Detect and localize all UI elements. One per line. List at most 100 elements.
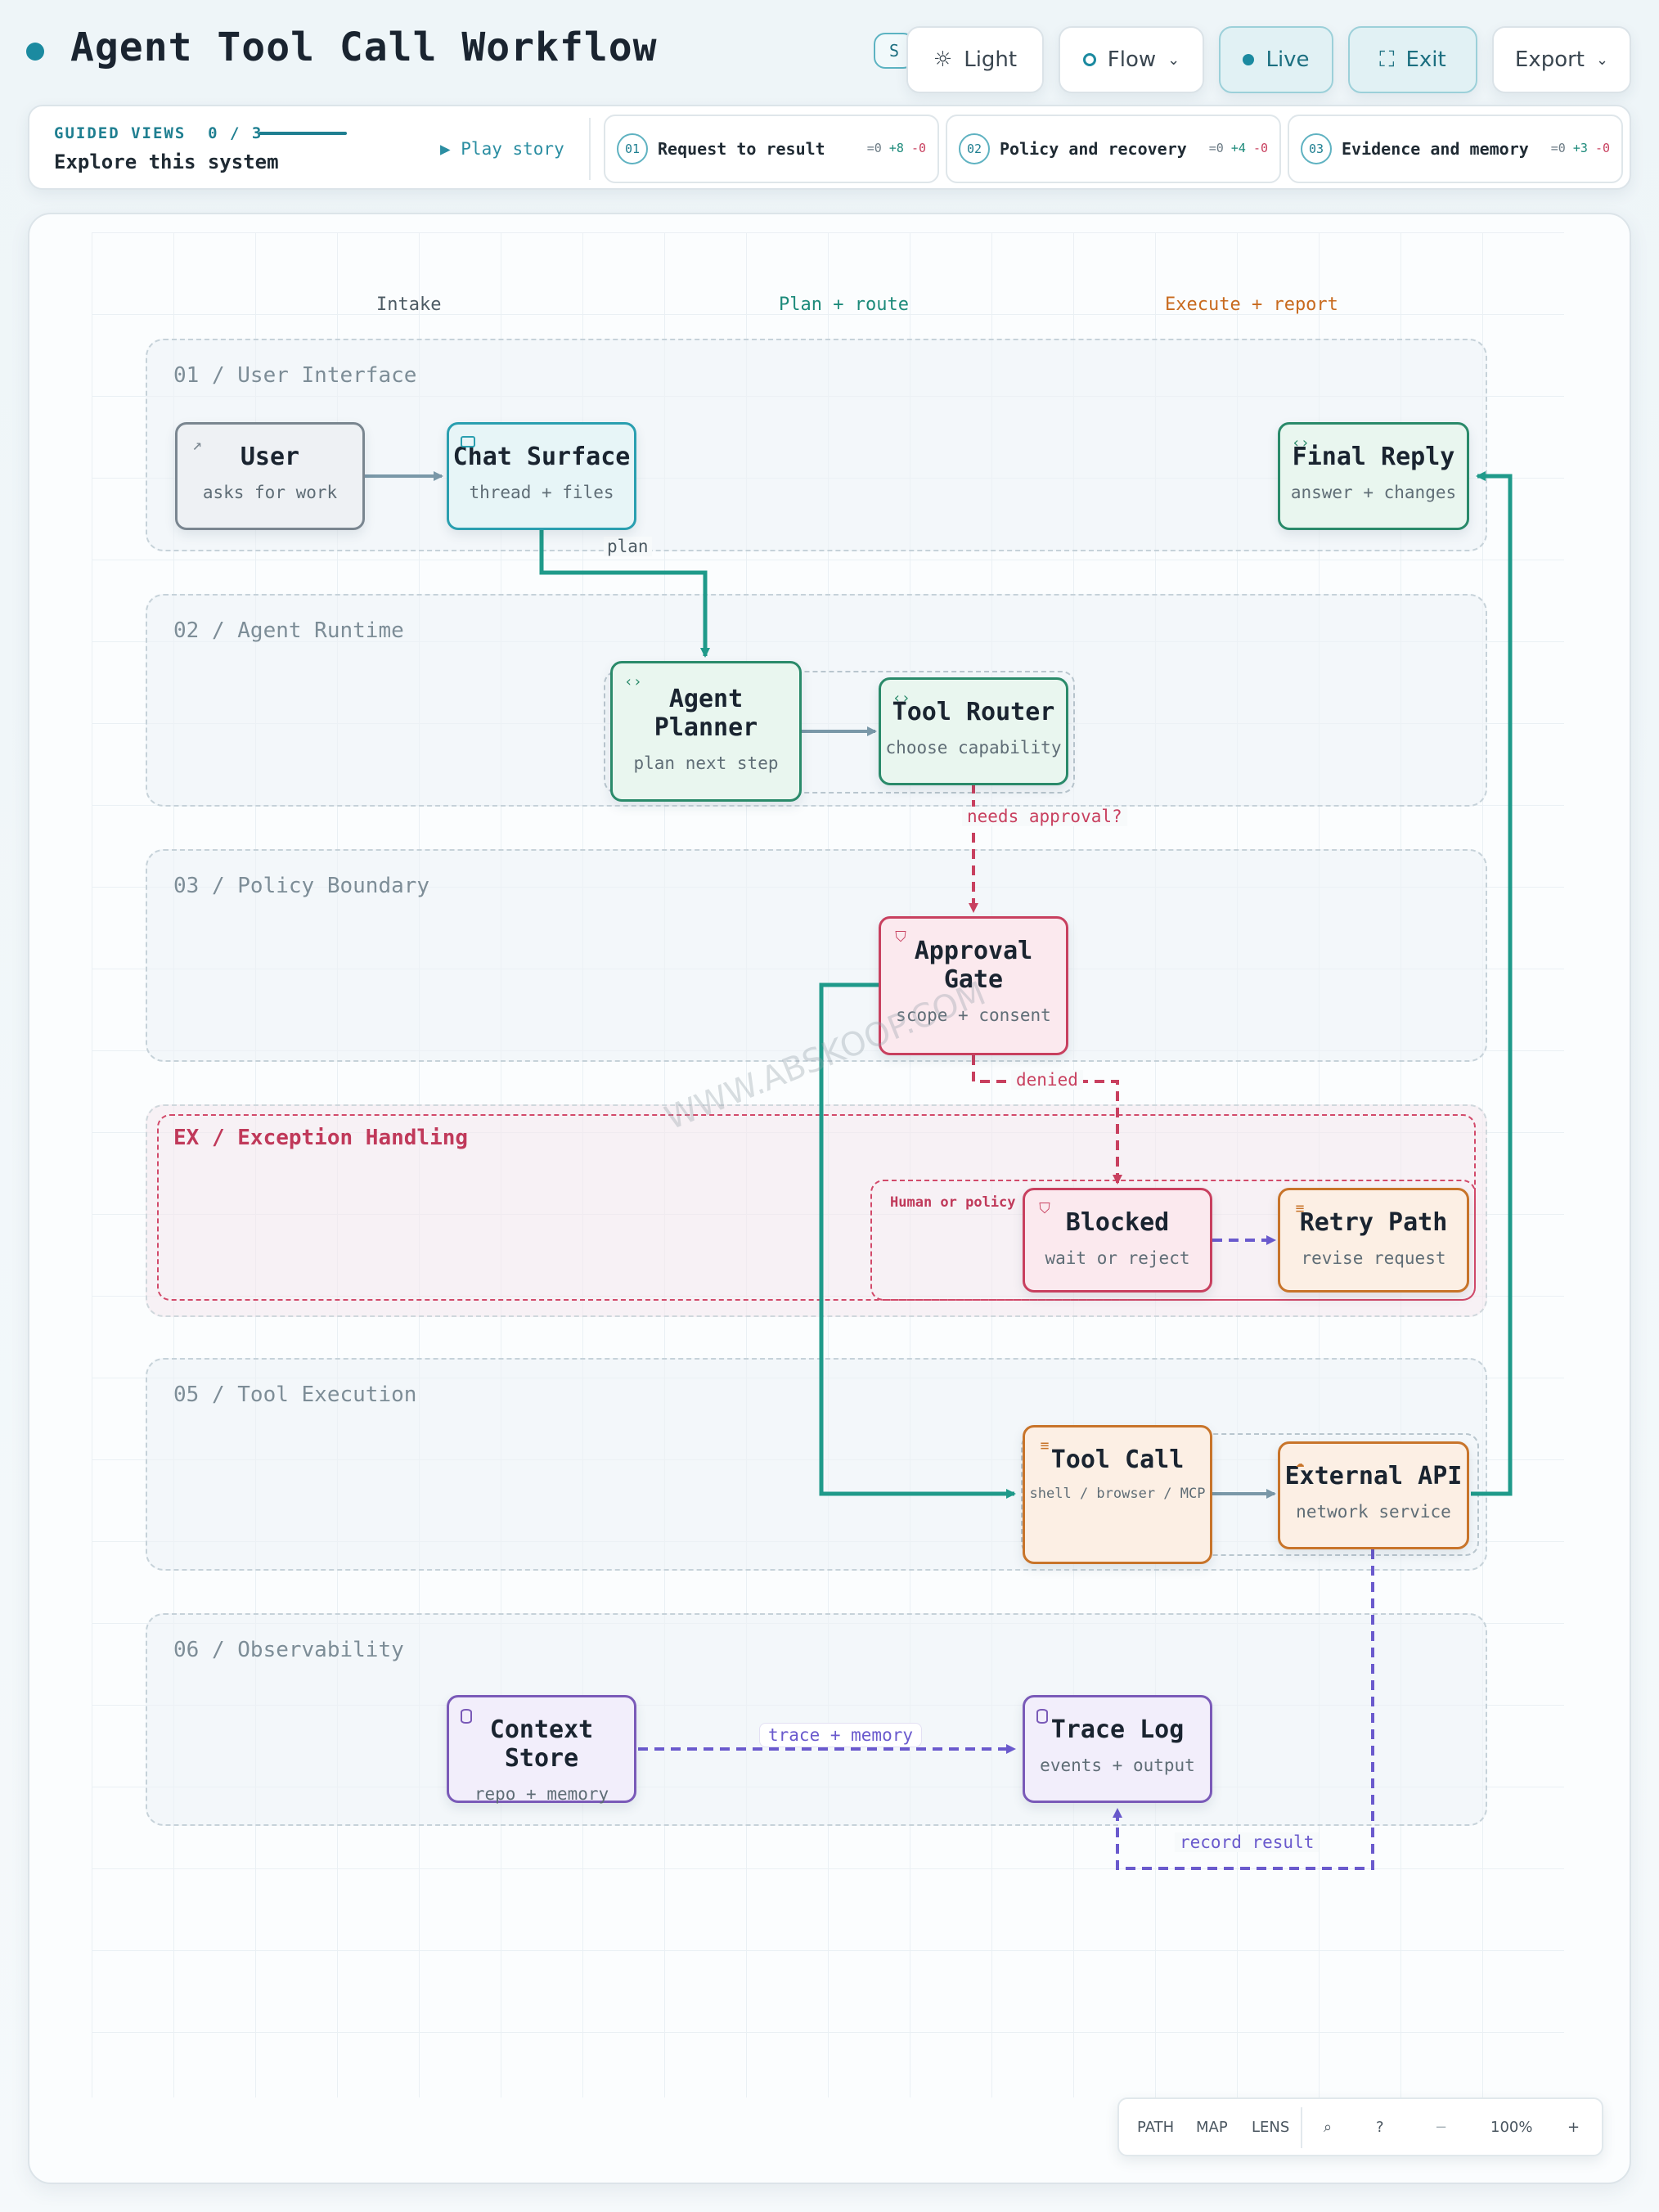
live-dot-icon xyxy=(1243,54,1255,65)
step-counts: =0 +3 -0 xyxy=(1550,141,1610,155)
node-user[interactable]: ↗ User asks for work xyxy=(175,422,365,530)
flow-label: Flow xyxy=(1107,47,1157,72)
node-title: Agent Planner xyxy=(654,685,758,742)
step-counts: =0 +4 -0 xyxy=(1208,141,1268,155)
help-icon[interactable]: ? xyxy=(1376,2118,1384,2136)
list-icon: ≡ xyxy=(1295,1200,1305,1217)
light-theme-button[interactable]: ☼ Light xyxy=(906,26,1044,93)
shield-icon: ⛉ xyxy=(1039,1200,1050,1217)
guided-title: Explore this system xyxy=(54,151,279,173)
live-label: Live xyxy=(1266,47,1310,72)
band-label: 06 / Observability xyxy=(173,1638,404,1662)
band-label: 02 / Agent Runtime xyxy=(173,618,404,643)
band-label: 05 / Tool Execution xyxy=(173,1382,417,1407)
node-title: Retry Path xyxy=(1299,1208,1448,1237)
node-subtitle: asks for work xyxy=(202,483,338,502)
export-dropdown[interactable]: Export ⌄ xyxy=(1492,26,1631,93)
edge-label-record-result: record result xyxy=(1175,1832,1320,1852)
edge-label-trace-memory: trace + memory xyxy=(759,1723,923,1747)
guided-step-2[interactable]: 02 Policy and recovery =0 +4 -0 xyxy=(946,115,1281,183)
live-button[interactable]: Live xyxy=(1219,26,1333,93)
step-number: 02 xyxy=(959,133,990,164)
node-subtitle: plan next step xyxy=(633,753,779,773)
exit-button[interactable]: ⛶ Exit xyxy=(1348,26,1477,93)
node-title: Tool Call xyxy=(1050,1445,1185,1474)
band-label: 01 / User Interface xyxy=(173,363,417,388)
guided-step-1[interactable]: 01 Request to result =0 +8 -0 xyxy=(604,115,939,183)
node-agent-planner[interactable]: ‹› Agent Planner plan next step xyxy=(610,661,802,802)
step-counts: =0 +8 -0 xyxy=(866,141,926,155)
divider xyxy=(589,118,591,180)
exit-fullscreen-icon: ⛶ xyxy=(1379,47,1395,72)
status-dot xyxy=(26,43,44,61)
runtime-subgroup xyxy=(604,671,1075,794)
zoom-in-button[interactable]: + xyxy=(1567,2118,1580,2136)
play-story-button[interactable]: ▶ Play story xyxy=(440,139,564,159)
guided-progress-text: 0 / 3 xyxy=(208,124,263,142)
circle-icon xyxy=(1082,53,1096,66)
node-title: Approval Gate xyxy=(914,937,1033,994)
guided-progress-bar xyxy=(259,132,347,135)
light-label: Light xyxy=(964,47,1018,72)
external-link-icon: ↗ xyxy=(191,434,203,454)
chevron-down-icon: ⌄ xyxy=(1167,51,1180,69)
edge-label-human-or-policy: Human or policy xyxy=(890,1194,1016,1211)
edge-label-denied: denied xyxy=(1011,1070,1083,1090)
node-title: Tool Router xyxy=(892,698,1055,726)
node-subtitle: scope + consent xyxy=(896,1005,1051,1025)
code-icon: ‹› xyxy=(1292,434,1310,452)
step-title: Request to result xyxy=(658,139,825,159)
code-icon: ‹› xyxy=(624,673,642,690)
step-title: Evidence and memory xyxy=(1342,139,1529,159)
edge-chat-to-planner xyxy=(539,530,710,658)
database-icon xyxy=(1036,1709,1048,1724)
step-number: 03 xyxy=(1301,133,1332,164)
band-user-interface: 01 / User Interface xyxy=(146,339,1487,551)
edge-approval-to-toolcall xyxy=(819,982,1016,1499)
guided-views-bar: GUIDED VIEWS 0 / 3 Explore this system ▶… xyxy=(28,105,1631,190)
node-subtitle: events + output xyxy=(1040,1756,1195,1775)
list-icon: ≡ xyxy=(1040,1437,1050,1454)
node-external-api[interactable]: ☁ External API network service xyxy=(1278,1441,1469,1549)
flow-dropdown[interactable]: Flow ⌄ xyxy=(1059,26,1204,93)
lens-view-button[interactable]: LENS xyxy=(1252,2118,1290,2136)
lane-header-intake: Intake xyxy=(376,294,442,315)
human-policy-subgroup xyxy=(870,1180,1476,1301)
cloud-icon: ☁ xyxy=(1295,1454,1305,1471)
edge-api-to-final xyxy=(1471,471,1513,1496)
node-approval-gate[interactable]: ⛉ Approval Gate scope + consent xyxy=(879,916,1068,1055)
node-title: Trace Log xyxy=(1050,1715,1185,1744)
window-icon xyxy=(461,436,475,447)
node-trace-log[interactable]: Trace Log events + output xyxy=(1023,1695,1212,1803)
band-agent-runtime: 02 / Agent Runtime xyxy=(146,594,1487,807)
database-icon xyxy=(461,1709,472,1724)
band-tool-execution: 05 / Tool Execution xyxy=(146,1358,1487,1571)
zoom-out-button[interactable]: − xyxy=(1435,2118,1448,2136)
step-number: 01 xyxy=(617,133,648,164)
lane-header-execute: Execute + report xyxy=(1165,294,1338,315)
node-blocked[interactable]: ⛉ Blocked wait or reject xyxy=(1023,1188,1212,1293)
node-subtitle: revise request xyxy=(1301,1248,1446,1268)
edge-api-to-trace xyxy=(1113,1549,1374,1870)
node-subtitle: shell / browser / MCP xyxy=(1029,1486,1206,1502)
map-view-button[interactable]: MAP xyxy=(1196,2118,1228,2136)
node-final-reply[interactable]: ‹› Final Reply answer + changes xyxy=(1278,422,1469,530)
edge-label-plan: plan xyxy=(604,537,652,556)
node-subtitle: network service xyxy=(1296,1502,1451,1522)
node-subtitle: choose capability xyxy=(885,738,1062,758)
node-title: Chat Surface xyxy=(452,443,631,471)
node-retry-path[interactable]: ≡ Retry Path revise request xyxy=(1278,1188,1469,1293)
node-title: Blocked xyxy=(1065,1208,1170,1237)
guided-step-3[interactable]: 03 Evidence and memory =0 +3 -0 xyxy=(1288,115,1623,183)
node-context-store[interactable]: Context Store repo + memory xyxy=(447,1695,636,1804)
export-label: Export xyxy=(1514,47,1585,72)
search-icon[interactable]: ⌕ xyxy=(1324,2118,1333,2136)
node-chat-surface[interactable]: Chat Surface thread + files xyxy=(447,422,636,530)
node-subtitle: wait or reject xyxy=(1045,1248,1190,1268)
node-tool-call[interactable]: ≡ Tool Call shell / browser / MCP xyxy=(1023,1425,1212,1564)
hidden-tab[interactable]: S xyxy=(874,33,915,69)
view-controls: PATH MAP LENS ⌕ ? − 100% + xyxy=(1117,2097,1603,2156)
edge-label-needs-approval: needs approval? xyxy=(962,807,1127,826)
node-tool-router[interactable]: ‹› Tool Router choose capability xyxy=(879,677,1068,785)
path-view-button[interactable]: PATH xyxy=(1137,2118,1175,2136)
